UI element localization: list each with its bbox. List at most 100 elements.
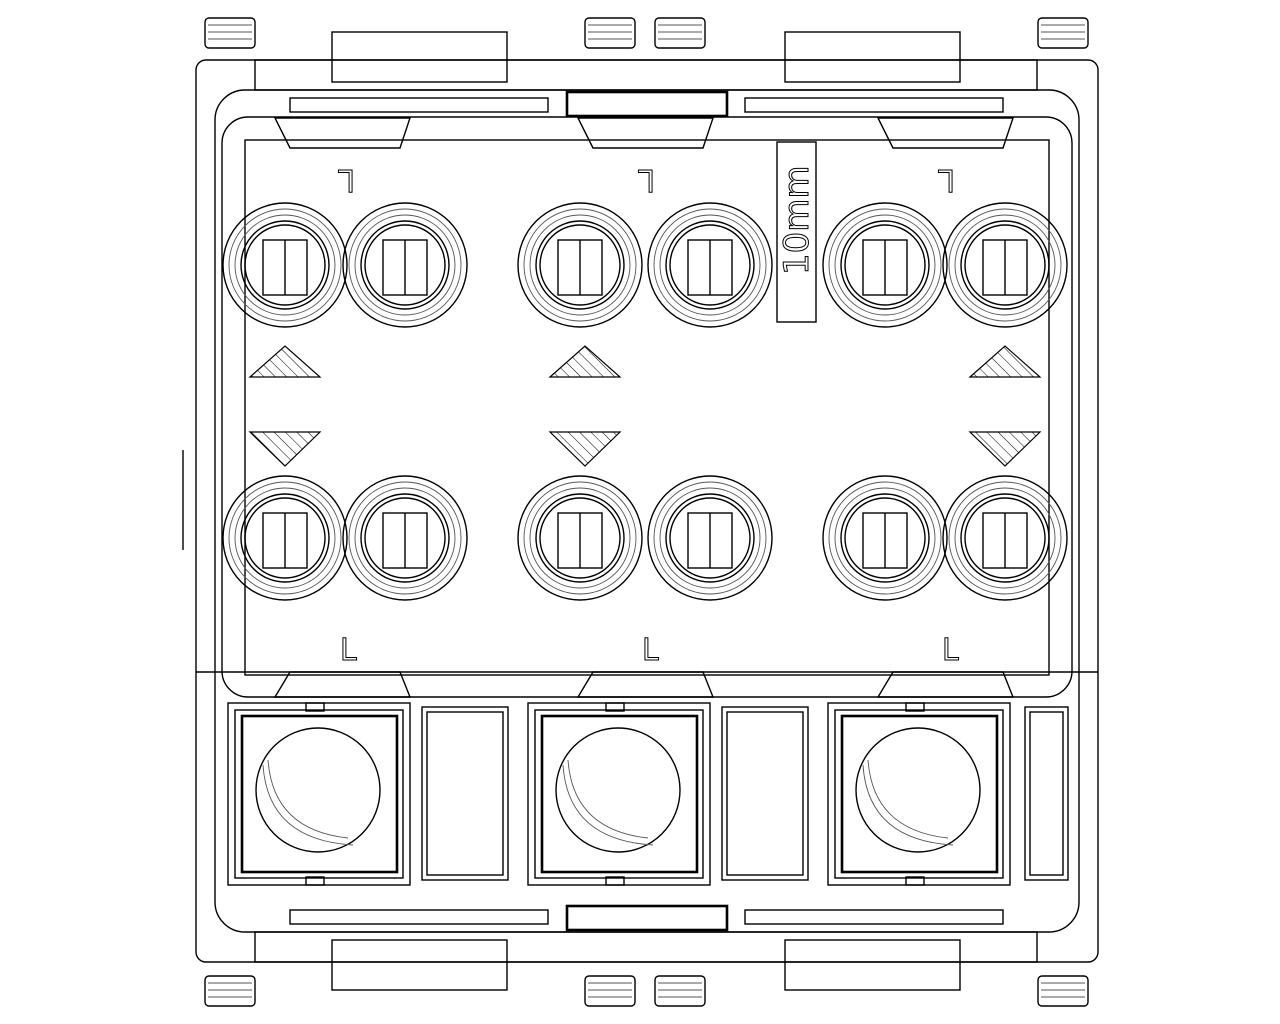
socket-ring: [222, 475, 348, 601]
mounting-tab: [584, 975, 636, 1007]
terminal-notch: [905, 876, 925, 886]
push-in-socket: [942, 202, 1068, 328]
tab-outline: [654, 17, 706, 49]
cover-clip: [576, 671, 715, 698]
cover-clip: [273, 117, 411, 149]
socket-ring: [529, 487, 631, 589]
mounting-tabs: [204, 17, 1089, 1007]
socket-ring: [354, 487, 456, 589]
tab-outline: [204, 975, 256, 1007]
socket-ring: [222, 202, 348, 328]
socket-hole-inner: [244, 224, 326, 306]
mounting-tab: [204, 975, 256, 1007]
socket-ring: [653, 481, 767, 595]
screw-terminal: [227, 702, 411, 886]
socket-ring: [647, 475, 773, 601]
tab-outline: [1037, 975, 1089, 1007]
down-arrow-icon: [968, 431, 1042, 467]
push-in-socket: [822, 202, 948, 328]
socket-hole-inner: [539, 224, 621, 306]
label-top-3: L: [938, 162, 955, 197]
socket-ring: [517, 202, 643, 328]
socket-hole: [665, 220, 755, 310]
terminal-notch: [305, 702, 325, 712]
socket-hole-inner: [964, 497, 1046, 579]
screw-hole-icon: [855, 727, 981, 853]
cover-clip: [576, 117, 714, 149]
socket-hole: [665, 493, 755, 583]
slot-inner: [426, 711, 504, 876]
tab-outline: [1037, 17, 1089, 49]
slot-outer: [421, 706, 509, 881]
socket-hole-inner: [669, 224, 751, 306]
cover-clip: [273, 671, 412, 698]
socket-hole-inner: [364, 497, 446, 579]
tab-outline: [204, 17, 256, 49]
scale-marker: 10mm: [776, 141, 818, 323]
mounting-tab: [204, 17, 256, 49]
hatched-arrows: [248, 345, 1042, 467]
slot-outer: [721, 706, 809, 881]
socket-ring: [517, 475, 643, 601]
scale-label: 10mm: [777, 165, 817, 275]
socket-ring: [822, 202, 948, 328]
terminal-frame-inner: [234, 709, 404, 879]
socket-ring: [828, 208, 942, 322]
socket-ring: [954, 487, 1056, 589]
push-in-socket: [647, 202, 773, 328]
up-arrow-icon: [968, 345, 1042, 378]
socket-ring: [228, 208, 342, 322]
socket-hole-inner: [964, 224, 1046, 306]
socket-hole-inner: [364, 224, 446, 306]
socket-hole: [840, 220, 930, 310]
socket-ring: [942, 202, 1068, 328]
label-bottom-1: L: [340, 633, 357, 668]
terminal-opening: [240, 714, 399, 874]
socket-ring: [659, 487, 761, 589]
push-in-socket: [222, 475, 348, 601]
push-in-socket: [647, 475, 773, 601]
screw-thread: [267, 759, 349, 839]
socket-ring: [942, 475, 1068, 601]
screw-terminal: [527, 702, 711, 886]
socket-hole: [960, 493, 1050, 583]
socket-ring: [834, 487, 936, 589]
socket-ring: [822, 475, 948, 601]
mounting-tab: [1037, 975, 1089, 1007]
label-slot: [721, 706, 809, 881]
terminal-opening: [840, 714, 999, 874]
terminal-opening: [540, 714, 699, 874]
socket-hole: [535, 220, 625, 310]
label-slot: [421, 706, 509, 881]
label-bottom-2: L: [642, 633, 659, 668]
screw-thread: [862, 764, 954, 846]
socket-ring: [948, 481, 1062, 595]
socket-ring: [348, 481, 462, 595]
terminal-frame: [527, 702, 711, 886]
screw-thread: [262, 764, 354, 846]
socket-ring: [228, 481, 342, 595]
down-arrow-icon: [248, 431, 322, 467]
label-top-1: L: [338, 162, 355, 197]
mounting-tab: [1037, 17, 1089, 49]
socket-ring: [529, 214, 631, 316]
slot-outer: [1024, 706, 1069, 881]
socket-ring: [523, 481, 637, 595]
push-in-socket: [822, 475, 948, 601]
socket-hole-inner: [244, 497, 326, 579]
socket-ring: [653, 208, 767, 322]
push-in-sockets: [222, 202, 1068, 601]
screw-hole-icon: [555, 727, 681, 853]
push-in-socket: [342, 475, 468, 601]
terminal-frame: [227, 702, 411, 886]
socket-hole-inner: [844, 497, 926, 579]
cover-clips: [273, 117, 1015, 698]
push-in-socket: [222, 202, 348, 328]
up-arrow-icon: [248, 345, 322, 378]
terminal-notch: [605, 876, 625, 886]
tab-outline: [584, 17, 636, 49]
push-in-socket: [517, 475, 643, 601]
screw-hole-icon: [255, 727, 381, 853]
socket-hole: [960, 220, 1050, 310]
socket-hole: [360, 493, 450, 583]
